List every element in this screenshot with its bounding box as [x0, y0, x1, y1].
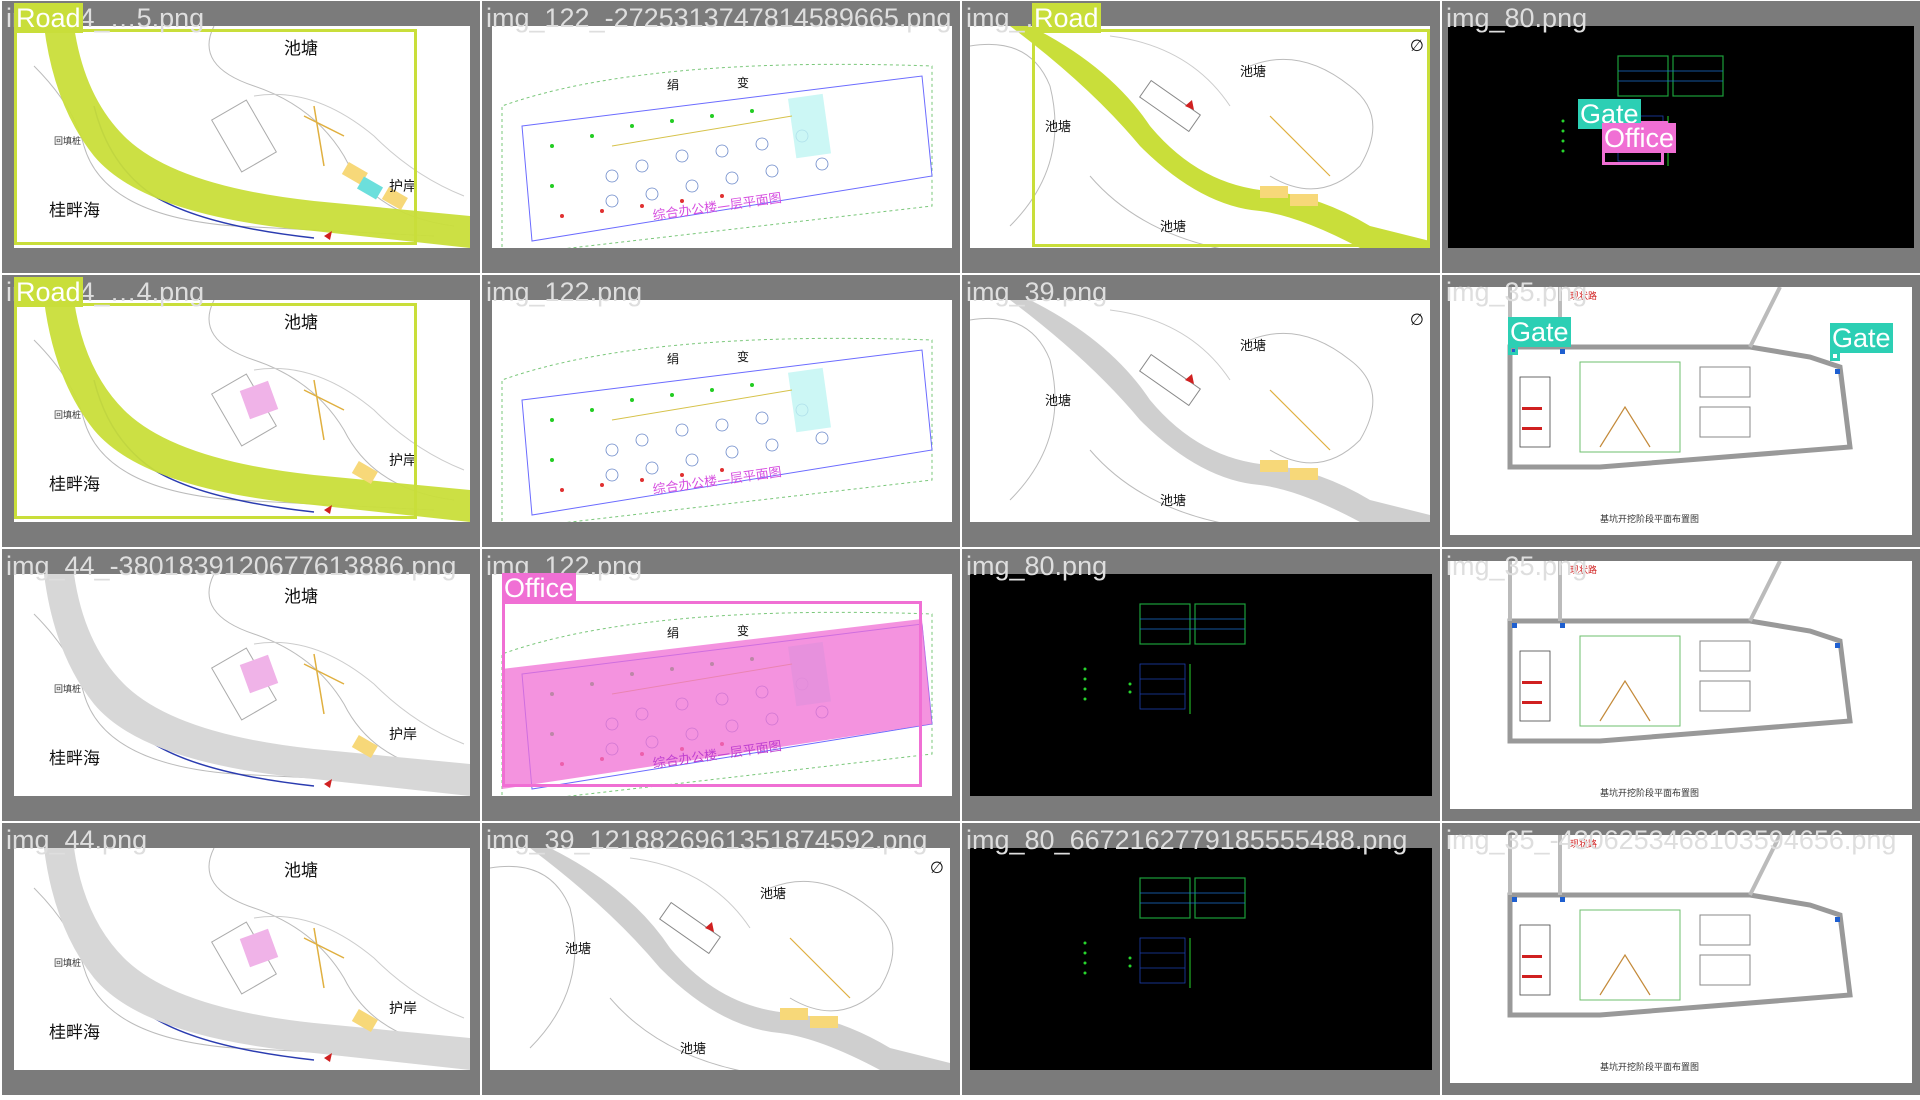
office-label: Office: [1602, 123, 1677, 153]
filename-label: img_80.png: [966, 551, 1108, 581]
plan-caption: 基坑开挖阶段平面布置图: [1600, 789, 1700, 799]
grid-cell[interactable]: 池塘 桂畔海 护岸 回填桩 Road img_44_…4.png: [2, 275, 480, 547]
grid-cell[interactable]: 绢 变 综合办公楼—层平面图 img_122_-2725313747814589…: [482, 1, 960, 273]
grid-cell[interactable]: 绢 变 综合办公楼—层平面图 img_122.png: [482, 275, 960, 547]
filename-label: img_80_6672162779185555488.png: [966, 825, 1408, 855]
bay-label: 桂畔海: [49, 201, 100, 221]
plan-image: 池塘 桂畔海 护岸 回填桩: [14, 574, 470, 796]
filename-label: img_122.png: [486, 277, 643, 307]
north-arrow-icon: ∅: [1410, 36, 1424, 55]
gate-label: Gate: [1508, 317, 1571, 347]
filename-label: img_39.png: [966, 277, 1108, 307]
plan-image: 现状路 基坑开挖阶段平面布置图: [1450, 561, 1912, 809]
north-arrow-icon: ∅: [1410, 310, 1424, 329]
plan-image: 池塘 桂畔海 护岸 回填桩: [14, 26, 470, 248]
plan-image: 池塘 池塘 池塘 ∅: [970, 26, 1430, 248]
plan-image: 绢 变 综合办公楼—层平面图: [492, 26, 952, 248]
north-arrow-icon: ∅: [930, 858, 944, 877]
plan-caption: 基坑开挖阶段平面布置图: [1600, 515, 1700, 525]
road-bbox: [14, 29, 417, 245]
plan-image: [970, 574, 1432, 796]
pond-label: 池塘: [284, 39, 318, 59]
office-bbox: [502, 601, 922, 787]
grid-cell[interactable]: 池塘 桂畔海 护岸 回填桩 img_44.png: [2, 823, 480, 1095]
bay-label: 桂畔海: [49, 475, 100, 495]
plan-text: 绢: [667, 78, 680, 92]
gate-label: Gate: [1830, 323, 1893, 353]
plan-title: 现状路: [1570, 566, 1598, 576]
grid-cell[interactable]: 现状路 基坑开挖阶段平面布置图 img_35.png: [1442, 549, 1920, 821]
plan-image: 池塘 桂畔海 护岸 回填桩: [14, 300, 470, 522]
road-label: Road: [14, 3, 83, 33]
plan-image: [1448, 26, 1914, 248]
seawall-label: 回填桩: [54, 685, 82, 695]
plan-image: [970, 848, 1432, 1070]
revetment-label: 护岸: [389, 453, 417, 469]
grid-cell[interactable]: img_80_6672162779185555488.png: [962, 823, 1440, 1095]
revetment-label: 护岸: [389, 179, 417, 195]
pond-label: 池塘: [565, 942, 592, 957]
office-label: Office: [502, 573, 577, 603]
pond-label: 池塘: [284, 313, 318, 333]
plan-image: 绢 变 综合办公楼—层平面图: [492, 300, 952, 522]
pond-label: 池塘: [1240, 65, 1267, 80]
bay-label: 桂畔海: [49, 1023, 100, 1043]
road-bbox: [14, 303, 417, 519]
revetment-label: 护岸: [389, 1001, 417, 1017]
pond-label: 池塘: [1045, 394, 1072, 409]
pond-label: 池塘: [284, 587, 318, 607]
plan-image: 池塘 池塘 池塘 ∅: [490, 848, 950, 1070]
grid-cell[interactable]: 池塘 池塘 池塘 ∅ img_39_1218826961351874592.pn…: [482, 823, 960, 1095]
filename-label: img_44_-3801839120677613886.png: [6, 551, 457, 581]
grid-cell[interactable]: 池塘 池塘 池塘 ∅ Road img_…g: [962, 1, 1440, 273]
pond-label: 池塘: [760, 887, 787, 902]
filename-label: img_80.png: [1446, 3, 1588, 33]
plan-text: 绢: [667, 352, 680, 366]
plan-text: 变: [737, 76, 750, 90]
filename-label: img_35_-4306253468103594656.png: [1446, 825, 1897, 855]
plan-image: 池塘 池塘 池塘 ∅: [970, 300, 1430, 522]
seawall-label: 回填桩: [54, 411, 82, 421]
grid-cell[interactable]: 现状路 基坑开挖阶段平面布置图 Gate Gate img_35.png: [1442, 275, 1920, 547]
pond-label: 池塘: [1160, 494, 1187, 509]
plan-text: 绢: [667, 626, 680, 640]
pond-label: 池塘: [1045, 120, 1072, 135]
pond-label: 池塘: [1160, 220, 1187, 235]
seawall-label: 回填桩: [54, 137, 82, 147]
road-bbox: [1032, 29, 1430, 247]
plan-image: 现状路 基坑开挖阶段平面布置图: [1450, 835, 1912, 1083]
road-label: Road: [14, 277, 83, 307]
plan-image: 池塘 桂畔海 护岸 回填桩: [14, 848, 470, 1070]
plan-title: 现状路: [1570, 292, 1598, 302]
road-label: Road: [1032, 3, 1101, 33]
filename-label: img_35.png: [1446, 277, 1588, 307]
grid-cell[interactable]: 现状路 基坑开挖阶段平面布置图 img_35_-4306253468103594…: [1442, 823, 1920, 1095]
filename-label: img_35.png: [1446, 551, 1588, 581]
filename-label: img_39_1218826961351874592.png: [486, 825, 928, 855]
pond-label: 池塘: [284, 861, 318, 881]
grid-cell[interactable]: 池塘 桂畔海 护岸 回填桩 img_44_-380183912067761388…: [2, 549, 480, 821]
plan-text: 变: [737, 624, 750, 638]
pond-label: 池塘: [1240, 339, 1267, 354]
seawall-label: 回填桩: [54, 959, 82, 969]
grid-cell[interactable]: img_80.png: [962, 549, 1440, 821]
grid-cell[interactable]: 池塘 桂畔海 护岸 回填桩 Road img_44_…5.png: [2, 1, 480, 273]
pond-label: 池塘: [680, 1042, 707, 1057]
filename-label: img_122_-2725313747814589665.png: [486, 3, 952, 33]
plan-caption: 基坑开挖阶段平面布置图: [1600, 1063, 1700, 1073]
grid-cell[interactable]: 池塘 池塘 池塘 ∅ img_39.png: [962, 275, 1440, 547]
plan-image: 绢 变 综合办公楼—层平面图: [492, 574, 952, 796]
plan-title: 现状路: [1570, 840, 1598, 850]
bay-label: 桂畔海: [49, 749, 100, 769]
grid-cell[interactable]: Gate Office img_80.png: [1442, 1, 1920, 273]
revetment-label: 护岸: [389, 727, 417, 743]
plan-text: 变: [737, 350, 750, 364]
grid-cell[interactable]: 绢 变 综合办公楼—层平面图 Office img_122.png: [482, 549, 960, 821]
filename-label: img_44.png: [6, 825, 148, 855]
